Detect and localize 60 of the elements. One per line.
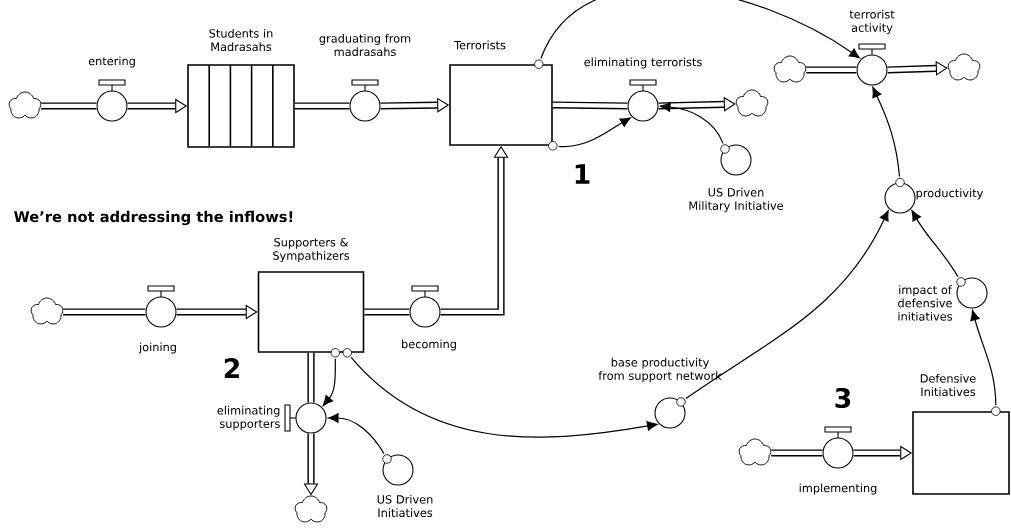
variable-label: Students in Madrasahs xyxy=(209,28,273,52)
connector-arrow xyxy=(540,0,860,60)
connector-arrow xyxy=(970,309,997,406)
callout-number: 1 xyxy=(575,164,590,184)
cloud-symbol xyxy=(947,53,981,81)
variable-label: becoming xyxy=(402,339,456,351)
connector-arrow xyxy=(685,210,889,400)
connector-port xyxy=(534,59,544,69)
connector-port xyxy=(548,141,558,151)
connector-port xyxy=(342,348,352,358)
variable-label: joining xyxy=(138,342,176,354)
variable-label: implementing xyxy=(799,483,877,495)
flow-pipe xyxy=(364,308,410,316)
flow-pipe xyxy=(307,352,315,403)
cloud-symbol xyxy=(8,91,42,119)
note-text: We’re not addressing the inflows! xyxy=(14,210,293,226)
flow-pipe xyxy=(658,96,736,112)
flow-pipe xyxy=(63,308,146,316)
connector-arrow xyxy=(558,117,631,148)
connector-arrow xyxy=(322,358,336,406)
variable-label: entering xyxy=(88,56,135,68)
connector-arrow xyxy=(350,356,658,438)
cloud-symbol xyxy=(294,495,328,523)
variable-label: Supporters & Sympathizers xyxy=(273,237,350,263)
variable-label: graduating from madrasahs xyxy=(319,33,411,57)
flow-pipe xyxy=(552,101,628,110)
flow-pipe xyxy=(303,433,319,496)
variable-label: eliminating supporters xyxy=(217,405,280,431)
variable-label: US Driven Military Initiative xyxy=(689,187,784,213)
connector-arrow xyxy=(660,102,724,144)
connector-port xyxy=(720,144,730,154)
variable-label: eliminating terrorists xyxy=(584,57,702,69)
connector-arrow xyxy=(872,86,901,178)
callout-number: 2 xyxy=(224,358,239,378)
connector-port xyxy=(676,397,686,407)
connector-port xyxy=(895,177,905,188)
variable-label: Defensive Initiatives xyxy=(920,373,976,397)
flow-pipe xyxy=(887,60,948,76)
connector-arrow xyxy=(328,413,385,455)
callout-number: 3 xyxy=(835,387,851,409)
variable-label: Terrorists xyxy=(454,40,506,50)
flow-pipe xyxy=(806,66,857,74)
variable-label: base productivity from support network xyxy=(598,357,722,383)
connector-port xyxy=(330,348,340,358)
connector-port xyxy=(991,406,1001,416)
cloud-symbol xyxy=(30,297,64,325)
cloud-symbol xyxy=(773,55,807,83)
variable-label: productivity xyxy=(916,188,984,200)
variable-label: terrorist activity xyxy=(849,9,895,35)
connector-port xyxy=(382,454,392,464)
connector-port xyxy=(956,277,966,287)
flow-pipe xyxy=(771,449,823,457)
flow-pipe xyxy=(176,304,258,320)
flow-pipe xyxy=(41,102,97,110)
flow-pipe xyxy=(294,102,350,110)
connector-arrow xyxy=(911,210,959,278)
cloud-symbol xyxy=(735,89,769,117)
variable-label: impact of defensive initiatives xyxy=(898,285,953,321)
variable-label: US Driven Initiatives xyxy=(377,494,433,518)
cloud-symbol xyxy=(738,438,772,466)
